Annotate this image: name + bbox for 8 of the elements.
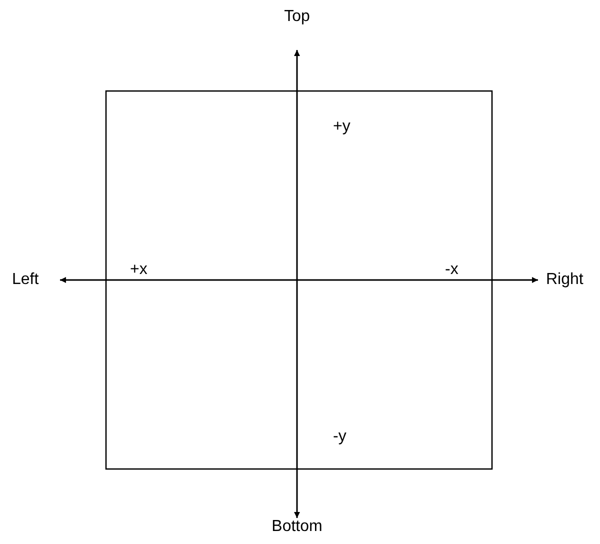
- axis-label: +x: [130, 261, 148, 279]
- axis-label: Left: [12, 271, 39, 289]
- axis-label: +y: [333, 118, 350, 136]
- axis-label: Right: [546, 271, 584, 289]
- axis-label: -y: [333, 428, 346, 446]
- axis-label: -x: [445, 261, 458, 279]
- axis-label: Bottom: [272, 518, 322, 536]
- axis-label: Top: [284, 8, 310, 26]
